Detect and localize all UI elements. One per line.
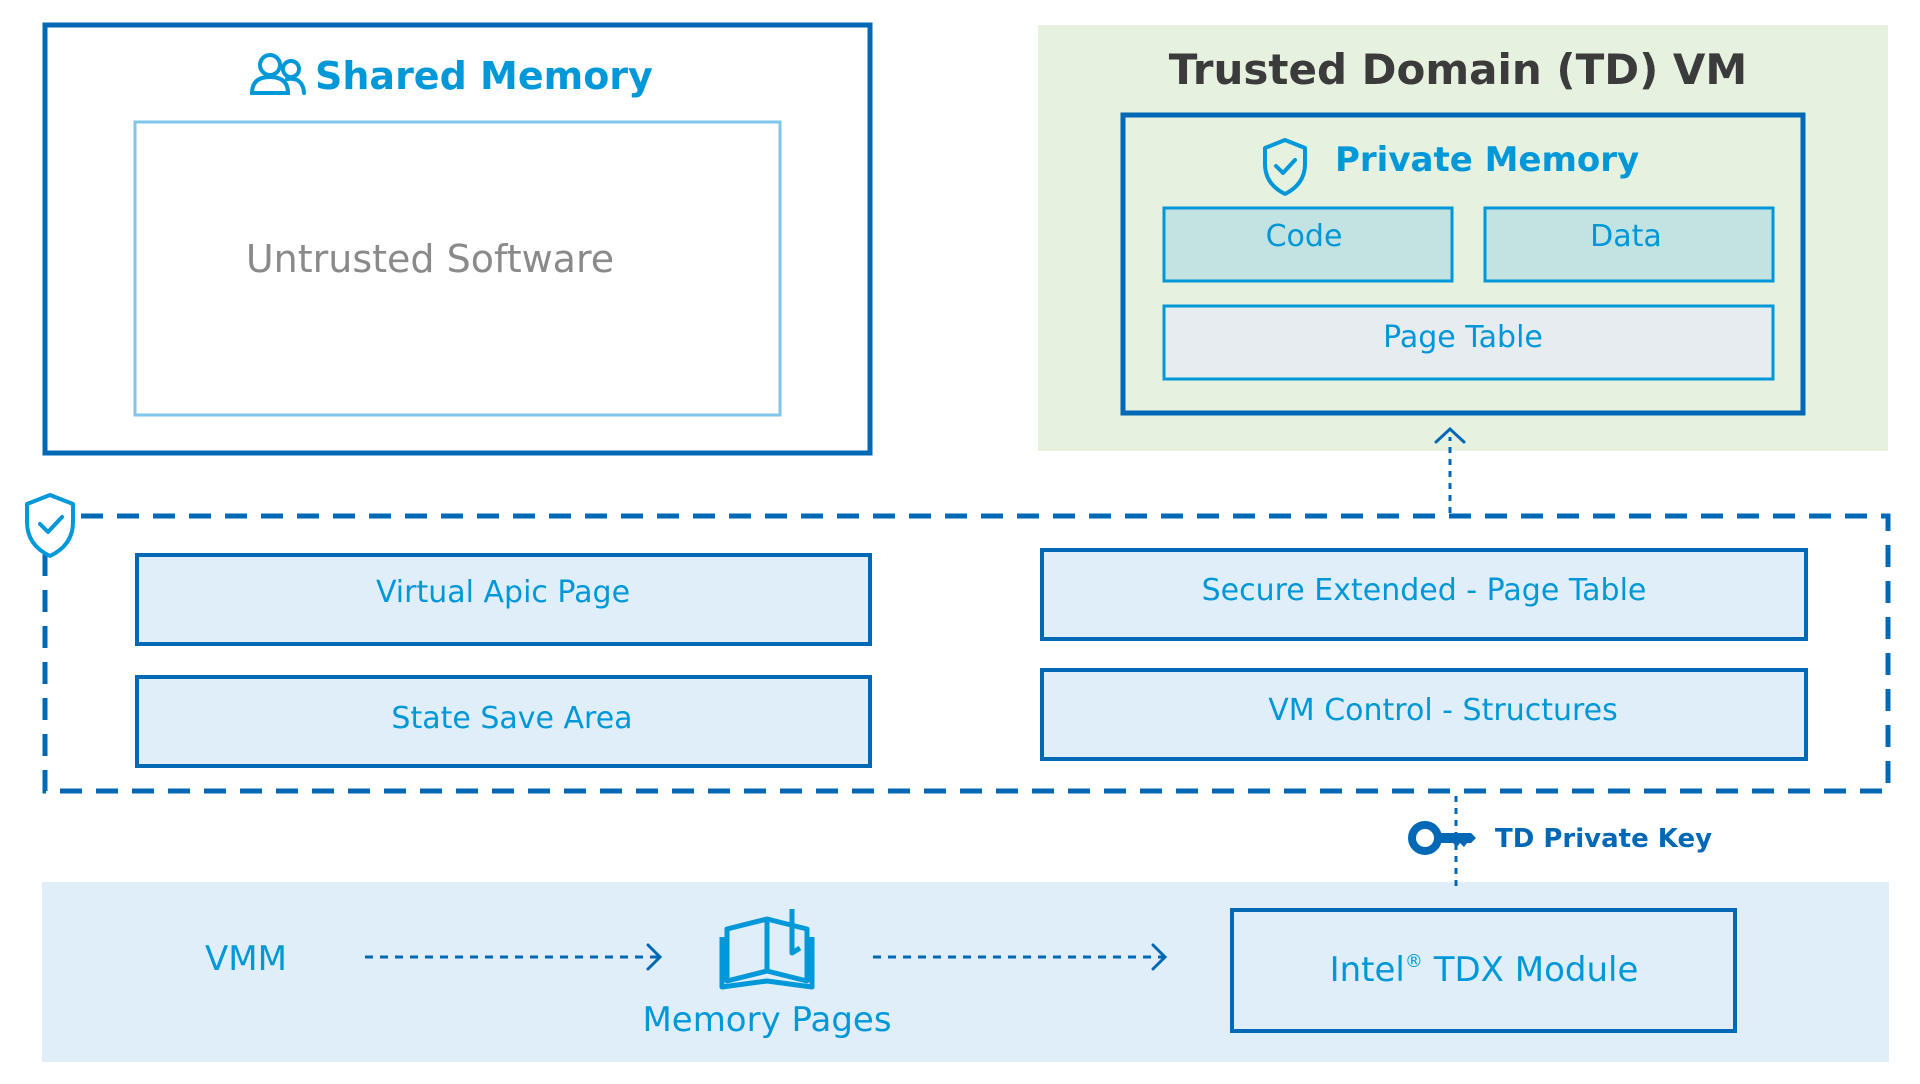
shared-memory-panel: Shared Memory Untrusted Software [42, 22, 873, 456]
code-label: Code [1266, 219, 1343, 254]
book-icon [719, 909, 815, 990]
arrow-to-private-memory [1434, 426, 1466, 513]
arrow-vmm-to-pages [365, 943, 663, 971]
virtual-apic-page-box [135, 553, 872, 646]
tdx-registered-mark: ® [1405, 951, 1423, 972]
secure-ept-box [1040, 548, 1808, 641]
virtual-apic-page-label: Virtual Apic Page [376, 575, 630, 610]
tdx-prefix: Intel [1330, 950, 1405, 990]
data-box [1483, 206, 1775, 283]
data-label: Data [1590, 219, 1662, 254]
tdx-module-label: Intel® TDX Module [1330, 950, 1639, 990]
vm-control-structures-box [1040, 668, 1808, 761]
shared-memory-title: Shared Memory [315, 54, 653, 98]
tdx-module-box [1230, 908, 1737, 1033]
state-save-area-label: State Save Area [391, 701, 632, 736]
td-vm-panel: Trusted Domain (TD) VM Private Memory Co… [1038, 25, 1888, 451]
protected-region: Virtual Apic Page State Save Area Secure… [25, 493, 1891, 794]
protected-region-border [42, 513, 1891, 794]
vm-control-structures-label: VM Control - Structures [1268, 693, 1617, 728]
untrusted-software-box [133, 120, 782, 417]
users-icon [249, 53, 306, 95]
vmm-label: VMM [205, 939, 287, 979]
memory-pages-label: Memory Pages [642, 1000, 891, 1040]
key-icon [1408, 821, 1476, 855]
private-memory-title: Private Memory [1335, 140, 1639, 180]
state-save-area-box [135, 675, 872, 768]
page-table-label: Page Table [1383, 320, 1543, 355]
code-box [1162, 206, 1454, 283]
page-table-box [1162, 304, 1775, 381]
key-label: TD Private Key [1495, 824, 1712, 854]
td-vm-title: Trusted Domain (TD) VM [1169, 45, 1747, 94]
shield-check-icon [1263, 138, 1307, 196]
secure-ept-label: Secure Extended - Page Table [1202, 573, 1647, 608]
untrusted-software-label: Untrusted Software [246, 237, 614, 281]
arrow-pages-to-tdx [873, 943, 1168, 971]
shield-check-icon [25, 493, 75, 558]
tdx-suffix: TDX Module [1423, 950, 1639, 990]
